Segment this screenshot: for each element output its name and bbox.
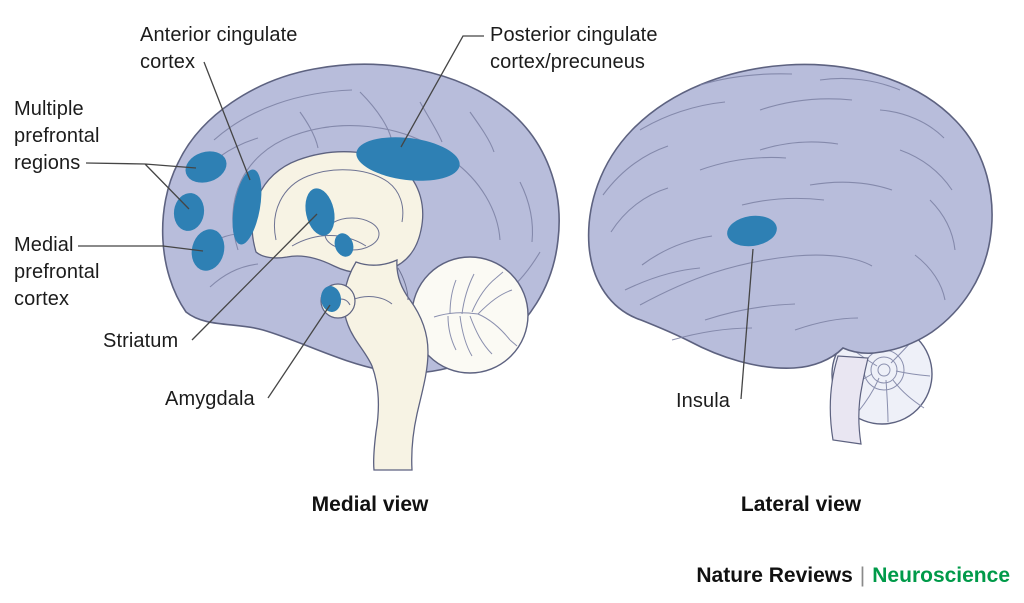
leader-lines (78, 35, 754, 400)
lateral-cerebrum (587, 63, 993, 369)
leader-medial-prefrontal (78, 245, 204, 252)
lateral-view-caption: Lateral view (740, 493, 862, 516)
lateral-brain-illustration (587, 63, 993, 445)
credit-separator: | (859, 564, 866, 587)
label-multiple-prefrontal-regions: Multiple prefrontal regions (14, 98, 100, 174)
leader-insula (740, 248, 754, 400)
leader-striatum (191, 213, 318, 341)
journal-credit: Nature Reviews | Neuroscience (696, 564, 1010, 588)
region-insula (727, 215, 777, 247)
label-posterior-cingulate-cortex: Posterior cingulate cortex/precuneus (490, 24, 658, 73)
label-anterior-cingulate-cortex: Anterior cingulate cortex (140, 24, 298, 73)
leader-amygdala (267, 304, 331, 399)
lateral-brainstem (829, 355, 869, 445)
medial-cerebellum (411, 256, 529, 374)
medial-view-caption: Medial view (311, 493, 429, 516)
region-striatum (305, 188, 354, 257)
region-multiple-prefrontal (173, 151, 227, 231)
medial-brainstem-detail-lines (351, 267, 409, 305)
region-medial-prefrontal (191, 229, 225, 271)
region-anterior-cingulate (232, 169, 262, 245)
region-posterior-cingulate-precuneus (356, 137, 460, 181)
medial-arbor-vitae-lines (433, 271, 518, 357)
region-amygdala (320, 286, 342, 312)
leader-multiple-prefrontal (85, 162, 197, 210)
journal-section-name: Neuroscience (872, 564, 1010, 587)
lateral-gyri-lines (602, 73, 956, 341)
medial-brain-illustration (161, 63, 560, 471)
journal-name: Nature Reviews (696, 564, 853, 587)
medial-brainstem (343, 258, 429, 471)
label-insula: Insula (676, 390, 730, 412)
medial-sulci-lines (195, 89, 541, 298)
label-amygdala: Amygdala (165, 388, 255, 410)
medial-corpus-callosum (251, 151, 424, 274)
label-medial-prefrontal-cortex: Medial prefrontal cortex (14, 234, 100, 310)
leader-anterior-cingulate (203, 61, 251, 181)
label-striatum: Striatum (103, 330, 179, 352)
leader-posterior-cingulate (400, 35, 484, 148)
